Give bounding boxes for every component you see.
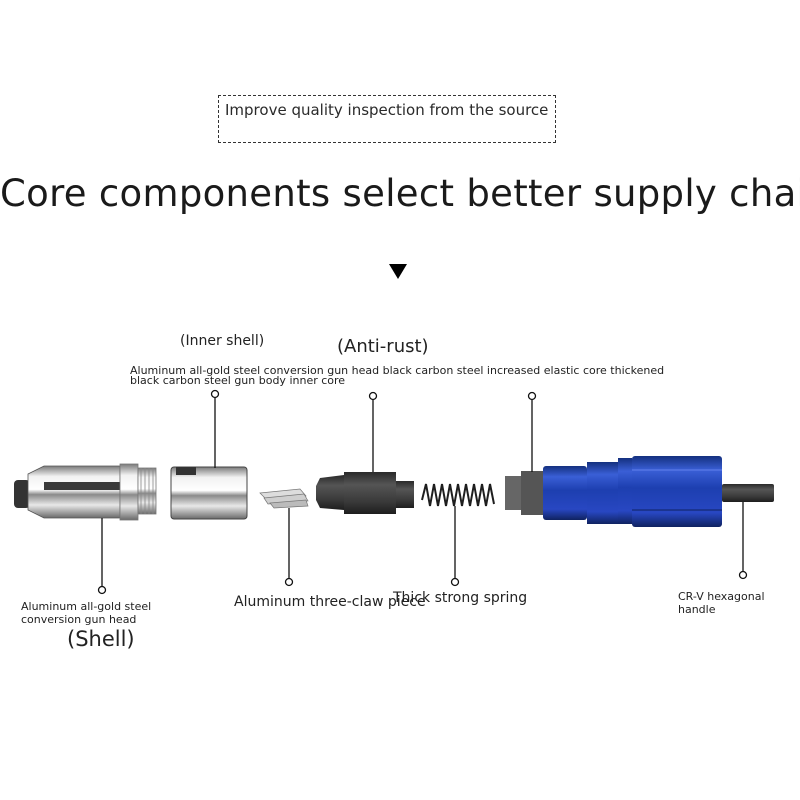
label-handle-2: handle xyxy=(678,603,716,616)
label-inner-shell: (Inner shell) xyxy=(180,333,265,349)
callout-dot xyxy=(284,577,294,587)
label-handle-1: CR-V hexagonal xyxy=(678,590,765,603)
callout-dot xyxy=(97,585,107,595)
label-anti-rust: (Anti-rust) xyxy=(337,336,429,357)
hex-handle-component xyxy=(722,484,774,502)
down-triangle-icon xyxy=(389,264,407,279)
label-shell-desc-2: conversion gun head xyxy=(21,613,137,626)
callout-dot xyxy=(210,389,220,399)
label-shell-desc-1: Aluminum all-gold steel xyxy=(21,600,152,613)
label-shell: (Shell) xyxy=(67,627,135,651)
label-spring: Thick strong spring xyxy=(393,590,528,606)
three-claw-component xyxy=(259,488,309,509)
label-top-desc-2: black carbon steel gun body inner core xyxy=(130,374,346,387)
tagline: Improve quality inspection from the sour… xyxy=(225,101,549,119)
inner-core-component xyxy=(316,472,414,514)
label-top-desc-1: Aluminum all-gold steel conversion gun h… xyxy=(130,364,665,377)
shell-component xyxy=(14,463,157,521)
callout-dot xyxy=(450,577,460,587)
gun-body-component xyxy=(505,456,722,527)
headline: Core components select better supply cha… xyxy=(0,172,800,215)
callout-dot xyxy=(368,391,378,401)
spring-component xyxy=(421,483,495,507)
callout-dot xyxy=(527,391,537,401)
callout-dot xyxy=(738,570,748,580)
inner-shell-component xyxy=(170,466,248,520)
tagline-box xyxy=(218,95,556,143)
label-three-claw: Aluminum three-claw piece xyxy=(234,594,426,610)
